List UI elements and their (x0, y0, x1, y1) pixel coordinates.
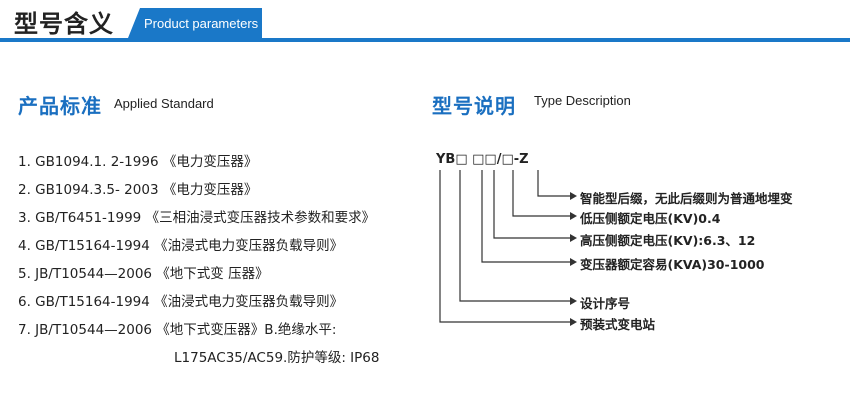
label-high-voltage: 高压侧额定电压(KV):6.3、12 (580, 233, 756, 248)
applied-standard-subtitle: Applied Standard (114, 96, 214, 111)
standard-item-2: 2. GB1094.3.5- 2003 《电力变压器》 (18, 182, 258, 198)
header-divider (0, 38, 850, 42)
header-tab: Product parameters (128, 8, 262, 38)
model-code: YB□ □□/□-Z (436, 152, 529, 167)
connector-high-voltage (493, 170, 570, 239)
standard-item-7: 7. JB/T10544—2006 《地下式变压器》B.绝缘水平: (18, 322, 337, 338)
connector-low-voltage (512, 170, 570, 217)
label-low-voltage: 低压侧额定电压(KV)0.4 (580, 211, 721, 226)
connector-capacity (481, 170, 570, 263)
header-bar: 型号含义 Product parameters (0, 0, 850, 44)
standard-item-6: 6. GB/T15164-1994 《油浸式电力变压器负载导则》 (18, 294, 344, 310)
type-description-subtitle: Type Description (534, 93, 631, 108)
header-tab-label: Product parameters (144, 16, 259, 31)
label-intelligent-suffix: 智能型后缀，无此后缀则为普通地埋变 (580, 191, 793, 206)
label-capacity: 变压器额定容易(KVA)30-1000 (580, 257, 765, 272)
connector-design-serial (459, 170, 570, 302)
label-prefab-substation: 预装式变电站 (580, 317, 656, 332)
connector-z (537, 170, 570, 197)
standard-item-3: 3. GB/T6451-1999 《三相油浸式变压器技术参数和要求》 (18, 210, 376, 226)
standard-item-5: 5. JB/T10544—2006 《地下式变 压器》 (18, 266, 269, 282)
label-design-serial: 设计序号 (580, 296, 631, 311)
standard-item-1: 1. GB1094.1. 2-1996 《电力变压器》 (18, 154, 258, 170)
arrow-high-voltage (570, 234, 577, 242)
arrow-low-voltage (570, 212, 577, 220)
arrow-design-serial (570, 297, 577, 305)
standard-item-7-continued: L175AC35/AC59.防护等级: IP68 (174, 350, 380, 366)
arrow-yb (570, 318, 577, 326)
arrow-z (570, 192, 577, 200)
arrow-capacity (570, 258, 577, 266)
page-title: 型号含义 (14, 10, 114, 38)
standard-item-4: 4. GB/T15164-1994 《油浸式电力变压器负载导则》 (18, 238, 344, 254)
connector-yb (439, 170, 570, 323)
applied-standard-title: 产品标准 (18, 94, 102, 118)
type-description-title: 型号说明 (432, 94, 516, 118)
